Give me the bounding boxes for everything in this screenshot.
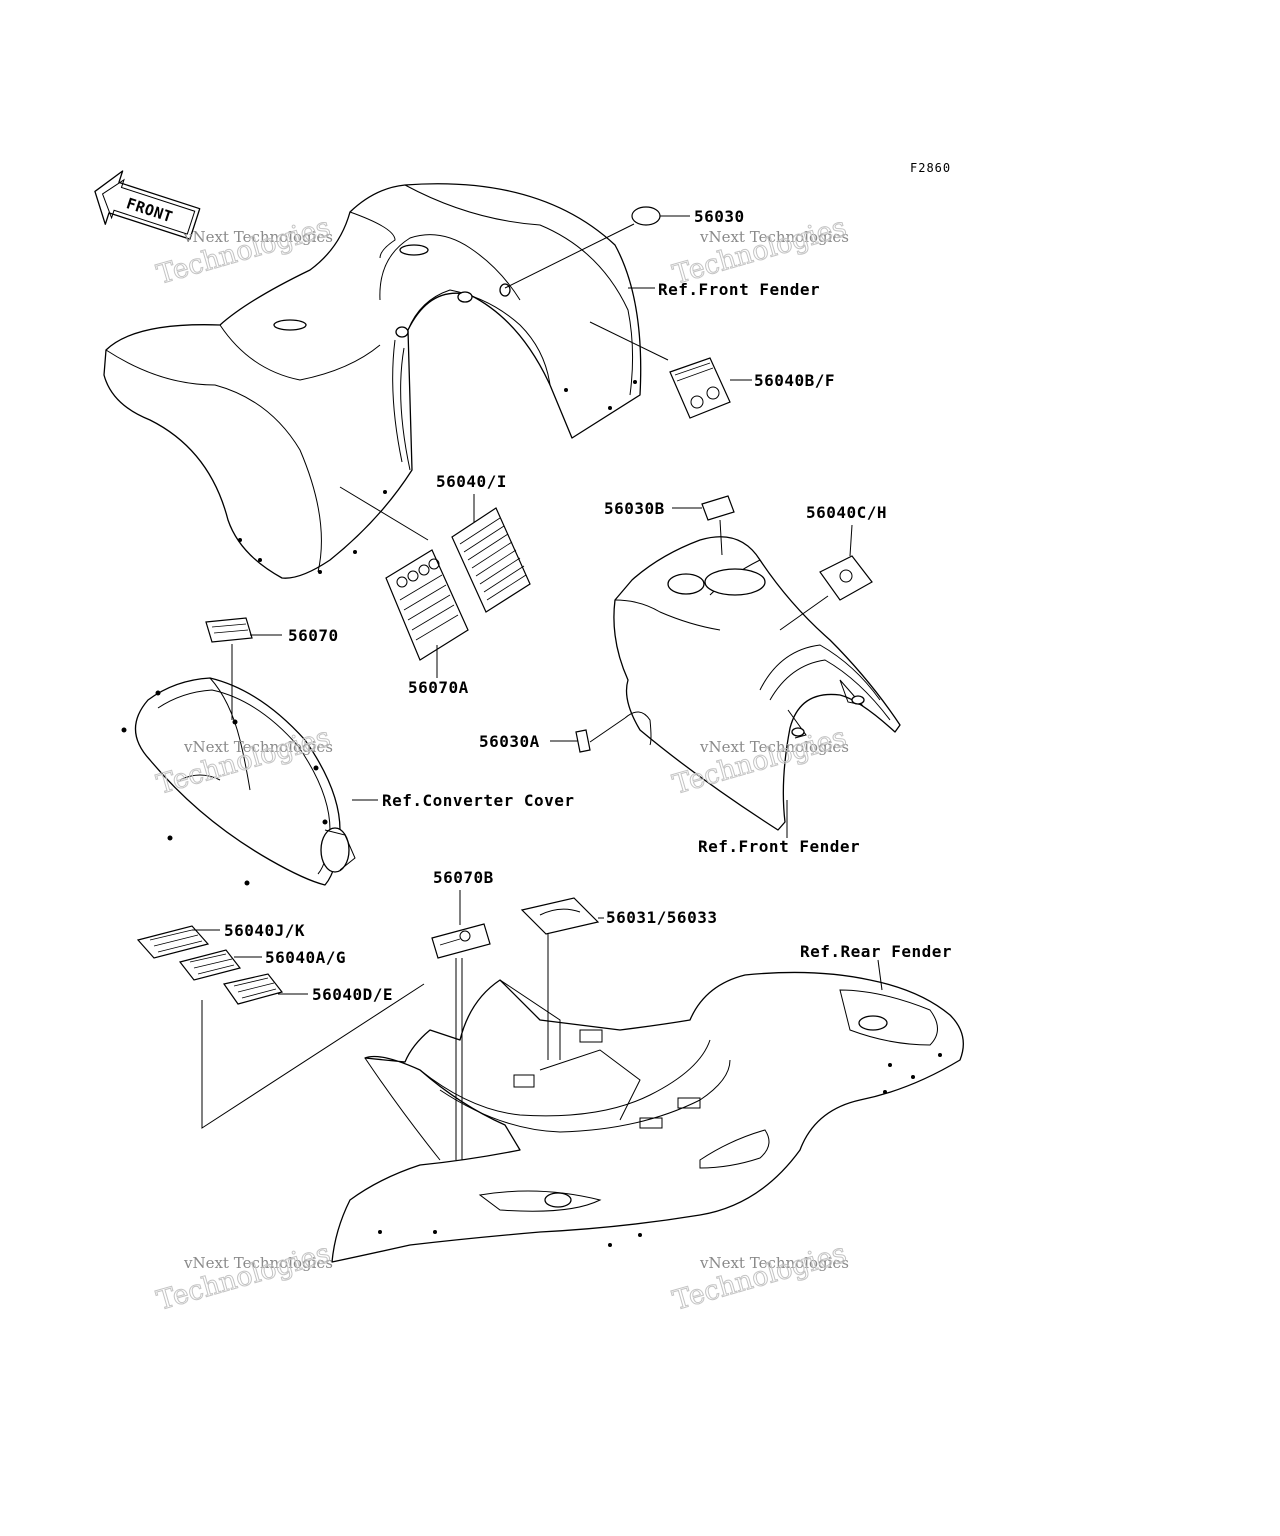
decal-56040de — [222, 973, 284, 1005]
svg-text:vNext Technologies: vNext Technologies — [183, 228, 333, 246]
svg-text:vNext Technologies: vNext Technologies — [699, 1254, 849, 1272]
rear-fender-illustration — [331, 971, 964, 1263]
front-direction-arrow: FRONT — [94, 170, 201, 240]
label-ref-front-fender-top: Ref.Front Fender — [658, 280, 820, 299]
decal-56040jk — [136, 925, 210, 959]
decal-56040bf — [669, 357, 731, 419]
label-56030b: 56030B — [604, 499, 665, 518]
decal-56030a — [575, 729, 591, 753]
label-56030a: 56030A — [479, 732, 540, 751]
label-56040de: 56040D/E — [312, 985, 393, 1004]
label-56040jk: 56040J/K — [224, 921, 305, 940]
decal-56070b — [431, 923, 491, 959]
label-ref-converter-cover: Ref.Converter Cover — [382, 791, 575, 810]
svg-text:vNext Technologies: vNext Technologies — [699, 228, 849, 246]
figure-code: F2860 — [910, 161, 951, 175]
decal-56030-oval — [631, 206, 661, 226]
decal-56040ch — [819, 555, 873, 601]
decal-56070 — [205, 617, 253, 643]
decal-56070a — [385, 549, 469, 661]
decal-56031-56033 — [520, 897, 600, 935]
svg-text:Technologies: Technologies — [669, 1238, 849, 1317]
label-56040ag: 56040A/G — [265, 948, 346, 967]
svg-text:vNext Technologies: vNext Technologies — [183, 1254, 333, 1272]
label-56070b: 56070B — [433, 868, 494, 887]
svg-text:Technologies: Technologies — [153, 1238, 333, 1317]
front-fender-center-illustration — [613, 536, 901, 831]
label-56070a: 56070A — [408, 678, 469, 697]
label-56070: 56070 — [288, 626, 339, 645]
label-ref-front-fender-mid: Ref.Front Fender — [698, 837, 860, 856]
leader-lines — [192, 215, 883, 1160]
watermark-bottom-right: vNext Technologies Technologies — [669, 1237, 850, 1317]
watermark-bottom-left: vNext Technologies Technologies — [153, 1237, 334, 1317]
svg-text:vNext Technologies: vNext Technologies — [699, 738, 849, 756]
label-56040i: 56040/I — [436, 472, 507, 491]
svg-text:vNext Technologies: vNext Technologies — [183, 738, 333, 756]
label-56030: 56030 — [694, 207, 745, 226]
label-56031-56033: 56031/56033 — [606, 908, 717, 927]
decal-56040i — [451, 507, 531, 613]
decal-56040ag — [178, 949, 242, 981]
label-56040ch: 56040C/H — [806, 503, 887, 522]
label-ref-rear-fender: Ref.Rear Fender — [800, 942, 952, 961]
converter-cover-illustration — [121, 677, 356, 886]
decal-56030b — [701, 495, 735, 521]
label-56040bf: 56040B/F — [754, 371, 835, 390]
